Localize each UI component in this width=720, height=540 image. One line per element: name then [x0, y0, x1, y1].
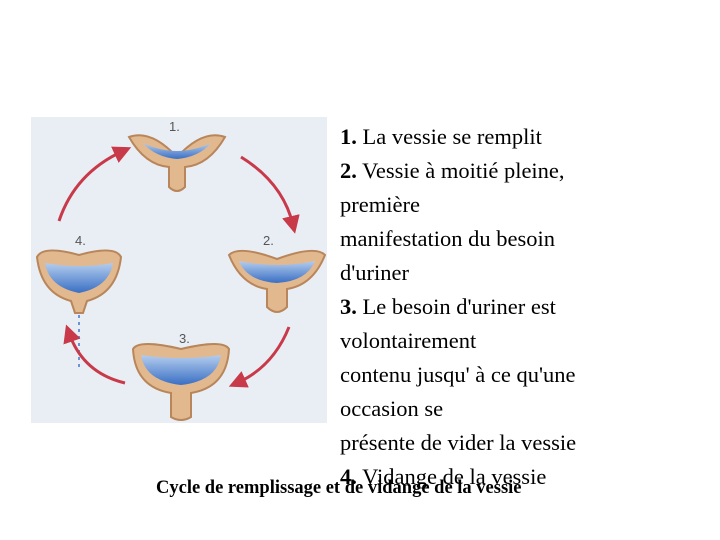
- step-text: contenu jusqu' à ce qu'une: [340, 362, 576, 387]
- stage-label-1: 1.: [169, 119, 180, 134]
- step-4-line: 4. Vidange de la vessie: [340, 460, 670, 494]
- step-number: 1.: [340, 124, 357, 149]
- arrow-3-to-4: [63, 324, 126, 385]
- step-text: Vessie à moitié pleine,: [362, 158, 565, 183]
- step-text: Le besoin d'uriner est: [362, 294, 556, 319]
- step-number: 4.: [340, 464, 357, 489]
- stage-label-2: 2.: [263, 233, 274, 248]
- step-1-line: 1. La vessie se remplit: [340, 120, 670, 154]
- bladder-stage-2: [227, 249, 327, 313]
- bladder-stage-4: [35, 249, 123, 367]
- stage-label-3: 3.: [179, 331, 190, 346]
- arrow-1-to-2: [240, 155, 300, 234]
- step-2-line: d'uriner: [340, 256, 670, 290]
- step-text: d'uriner: [340, 260, 410, 285]
- step-text: occasion se: [340, 396, 444, 421]
- step-3-line: contenu jusqu' à ce qu'une: [340, 358, 670, 392]
- step-2-line: 2. Vessie à moitié pleine,: [340, 154, 670, 188]
- step-text: première: [340, 192, 420, 217]
- arrow-2-to-3: [228, 326, 291, 388]
- step-text: Vidange de la vessie: [362, 464, 547, 489]
- step-text: volontairement: [340, 328, 477, 353]
- step-2-line: première: [340, 188, 670, 222]
- step-3-line: 3. Le besoin d'uriner est: [340, 290, 670, 324]
- arrow-4-to-1: [57, 146, 132, 222]
- step-text: manifestation du besoin: [340, 226, 555, 251]
- step-3-line: occasion se: [340, 392, 670, 426]
- step-3-line: présente de vider la vessie: [340, 426, 670, 460]
- step-number: 2.: [340, 158, 357, 183]
- bladder-cycle-diagram: 1. 2. 3. 4.: [31, 117, 327, 423]
- figure-caption: Cycle de remplissage et de vidange de la…: [156, 478, 522, 498]
- step-text: La vessie se remplit: [362, 124, 542, 149]
- bladder-stage-1: [127, 134, 227, 192]
- step-text: présente de vider la vessie: [340, 430, 577, 455]
- step-2-line: manifestation du besoin: [340, 222, 670, 256]
- bladder-stage-3: [131, 343, 231, 421]
- step-number: 3.: [340, 294, 357, 319]
- step-3-line: volontairement: [340, 324, 670, 358]
- stage-label-4: 4.: [75, 233, 86, 248]
